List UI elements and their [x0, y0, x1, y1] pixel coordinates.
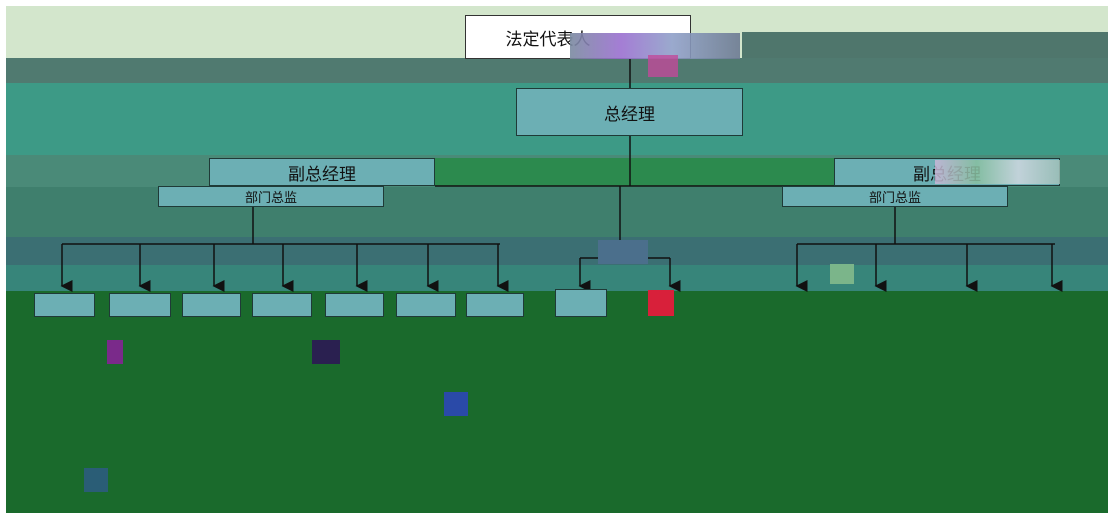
general-manager-box: 总经理 — [516, 88, 743, 136]
lower-teal-band — [6, 265, 1108, 291]
dept-box-7 — [466, 293, 524, 317]
vp-left-box: 副总经理 — [209, 158, 435, 186]
glitch-blue — [444, 392, 468, 416]
dark-band — [6, 58, 1108, 83]
dept-box-3 — [182, 293, 241, 317]
vp-left-lower-box: 部门总监 — [158, 186, 384, 207]
legal-representative-label: 法定代表人 — [505, 29, 591, 50]
dept-box-1 — [34, 293, 95, 317]
dark-green-body — [6, 291, 1108, 513]
top-glitch-block — [570, 33, 740, 59]
glitch-center-2 — [598, 240, 648, 264]
vp-left-label: 副总经理 — [288, 164, 356, 185]
dept-box-8 — [555, 289, 607, 317]
green-strip — [435, 158, 835, 186]
vp-right-lower-label: 部门总监 — [868, 191, 921, 206]
glitch-bottom-left — [84, 468, 108, 492]
blue-slate-band — [6, 237, 1108, 265]
dept-box-6 — [396, 293, 456, 317]
glitch-purple — [107, 340, 123, 364]
right-dark-block — [742, 32, 1108, 58]
vp-left-lower-label: 部门总监 — [244, 191, 297, 206]
general-manager-label: 总经理 — [604, 104, 655, 125]
dept-box-4 — [252, 293, 312, 317]
vp-right-glitch — [935, 160, 1060, 184]
dept-box-2 — [109, 293, 171, 317]
glitch-navy — [312, 340, 340, 364]
vp-right-lower-box: 部门总监 — [782, 186, 1008, 207]
glitch-right-green — [830, 264, 854, 284]
dept-box-5 — [325, 293, 384, 317]
glitch-red — [648, 290, 674, 316]
glitch-center-1 — [648, 55, 678, 77]
